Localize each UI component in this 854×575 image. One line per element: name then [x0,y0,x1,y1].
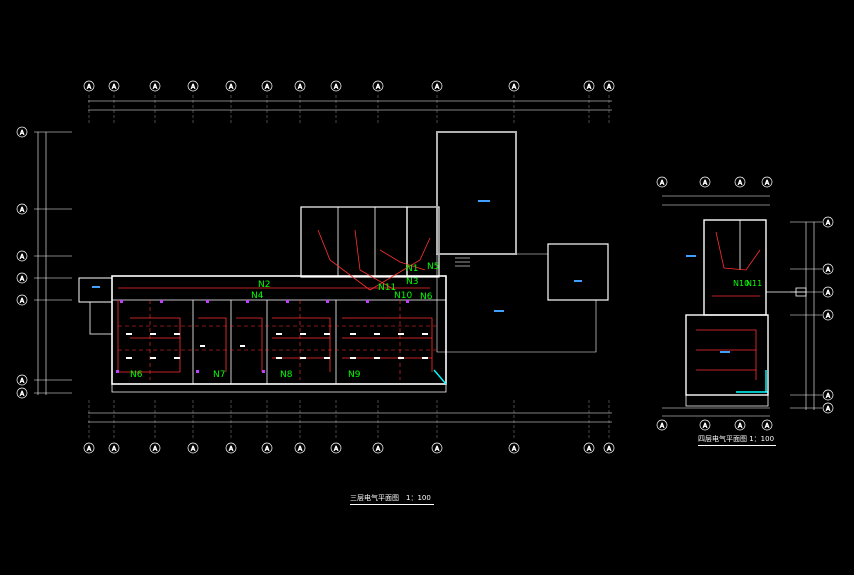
side-plan-title-underline [698,445,776,446]
axis-label: A [738,423,743,430]
axis-label: A [112,84,117,91]
outlet-marks [92,200,730,353]
axis-label: A [512,84,517,91]
axis-label: A [765,180,770,187]
axis-label: A [153,84,158,91]
axis-label: A [20,254,25,261]
axis-label: A [20,391,25,398]
axis-label: A [20,207,25,214]
circuit-labels-side: N10 N11 [733,279,762,288]
bottom-dimension-lines [88,412,612,423]
circuit-label: N1 [406,264,418,274]
axis-label: A [112,446,117,453]
circuit-label: N11 [746,279,762,288]
axis-label: A [826,290,831,297]
axis-grid-lines [88,95,610,440]
axis-label: A [334,446,339,453]
circuit-label: N7 [213,370,225,380]
axis-label: A [607,446,612,453]
main-plan-title: 三层电气平面图 1：100 [350,494,431,502]
circuit-label: N6 [420,292,433,302]
circuit-label: N6 [130,370,143,380]
axis-label: A [435,84,440,91]
axis-label: A [191,84,196,91]
roof-outline [436,131,517,255]
axis-label: A [435,446,440,453]
axis-label: A [765,423,770,430]
axis-label: A [587,84,592,91]
axis-label: A [376,84,381,91]
left-dimension-lines [34,131,72,395]
axis-label: A [153,446,158,453]
lighting-fixtures [126,333,428,359]
circuit-label: N3 [406,277,418,287]
axis-label: A [703,180,708,187]
canopy-outline [436,243,609,353]
axis-label: A [298,84,303,91]
axis-label: A [738,180,743,187]
circuit-label: N9 [348,370,361,380]
axis-label: A [229,84,234,91]
axis-label: A [587,446,592,453]
axis-label: A [298,446,303,453]
axis-label: A [229,446,234,453]
axis-label: A [826,393,831,400]
axis-label: A [20,276,25,283]
axis-label: A [191,446,196,453]
top-dimension-lines [88,100,612,111]
side-plan-wiring [696,231,761,380]
axis-label: A [20,130,25,137]
axis-label: A [660,180,665,187]
axis-label: A [265,446,270,453]
axis-label: A [660,423,665,430]
axis-label: A [826,220,831,227]
main-plan-walls [78,206,447,393]
axis-label: A [20,378,25,385]
axis-label: A [20,298,25,305]
axis-label: A [607,84,612,91]
circuit-label: N5 [427,262,439,272]
axis-label: A [826,267,831,274]
axis-label: A [826,313,831,320]
fixture-marks [116,300,409,373]
axis-label: A [826,406,831,413]
main-plan-dashed-lines [118,300,440,380]
axis-label: A [87,84,92,91]
circuit-labels-main: N1 N2 N3 N4 N5 N6 N6 N7 N8 N9 N10 N11 [130,262,439,380]
circuit-label: N4 [251,291,264,301]
axis-label: A [376,446,381,453]
axis-label: A [265,84,270,91]
circuit-label: N10 [394,291,412,301]
circuit-label: N11 [378,283,396,293]
circuit-label: N10 [733,279,749,288]
axis-label: A [87,446,92,453]
axis-label: A [512,446,517,453]
axis-label: A [703,423,708,430]
side-plan-title: 四层电气平面图 1：100 [698,435,775,443]
circuit-label: N2 [258,280,270,290]
main-plan-wiring [117,229,433,373]
side-plan-walls [685,219,807,407]
glazing [433,369,768,393]
circuit-label: N8 [280,370,293,380]
main-plan-title-underline [350,504,434,505]
side-plan-dimension-lines [662,195,822,417]
axis-label: A [334,84,339,91]
